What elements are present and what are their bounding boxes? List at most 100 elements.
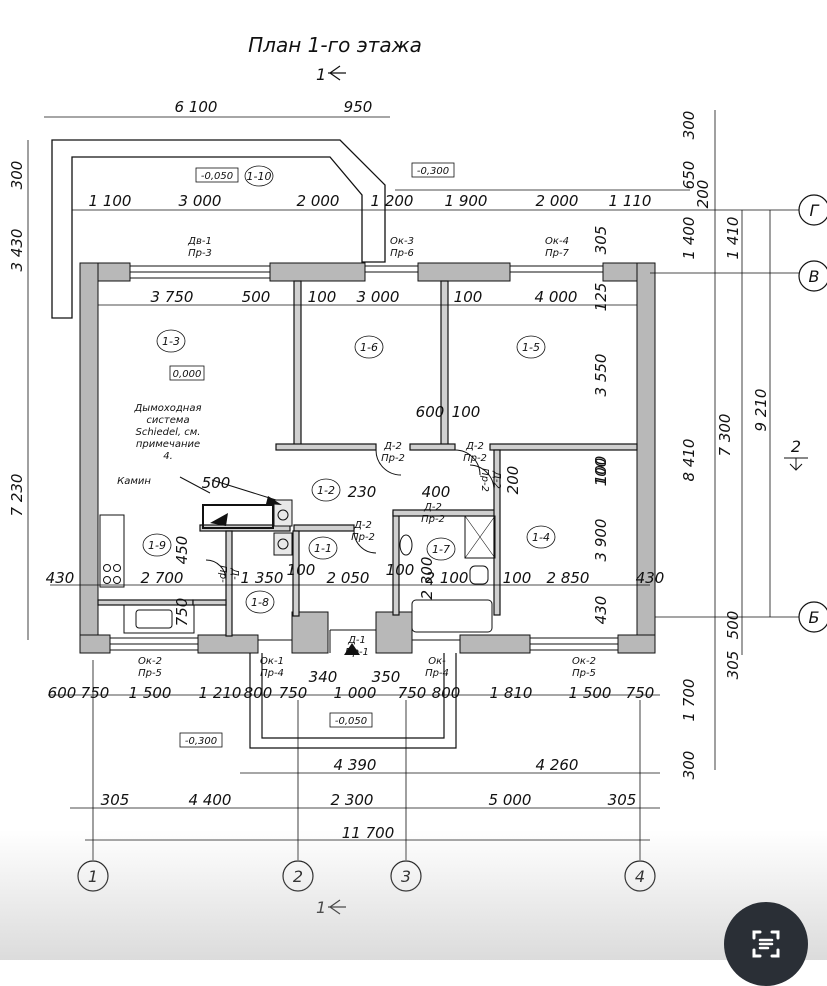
- toilet: [469, 565, 489, 585]
- dim-b1-10: 1 500: [569, 684, 612, 702]
- section-mark-top: 1: [316, 65, 326, 84]
- label-ok3-pr: Пр-6: [390, 248, 414, 259]
- dim-r2-2: 3 900: [592, 519, 610, 562]
- dim-left-1: 3 430: [8, 229, 26, 272]
- kitchen-counter: [99, 514, 125, 588]
- note-line-1: Дымоходная: [133, 403, 201, 414]
- exterior-walls: [79, 262, 656, 654]
- kitchen-sink-counter: [123, 604, 195, 634]
- label-ok3: Ок-3: [390, 236, 414, 247]
- label-dv1-pr: Пр-3: [188, 248, 212, 259]
- dim-m2-0: 500: [202, 474, 231, 492]
- leader-lines: [179, 476, 277, 501]
- label-ok4: Ок-4: [545, 236, 569, 247]
- label-d2a: Д-2: [383, 441, 402, 452]
- dim-t2-3: 1 200: [371, 192, 414, 210]
- dim-r2-3: 430: [592, 596, 610, 625]
- room-1-2: 1-2: [317, 484, 335, 497]
- label-d2c-pr: Пр-2: [351, 532, 375, 543]
- chimney-block-1: [273, 499, 293, 527]
- dim-r2-6: 1 700: [680, 679, 698, 722]
- dim-left-2: 7 230: [8, 474, 26, 517]
- dim-b3-4: 305: [608, 791, 637, 809]
- label-d2b: Д-2: [465, 441, 484, 452]
- note-line-3: Schiedel, см.: [136, 427, 201, 438]
- room-1-6: 1-6: [360, 341, 378, 354]
- dim-r1-2: 200: [694, 180, 712, 209]
- dim-i1-5: 4 000: [535, 288, 578, 306]
- dim-r1-0: 300: [680, 111, 698, 140]
- note-line-2: система: [146, 415, 189, 426]
- level-ground-top: -0,300: [417, 166, 449, 177]
- stove-burner-4: [113, 576, 121, 584]
- label-dv1: Дв-1: [187, 236, 212, 247]
- dim-t2-0: 1 100: [89, 192, 132, 210]
- chimney-flue-2: [277, 538, 289, 550]
- level-ground-bottom: -0,300: [185, 736, 217, 747]
- note-line-5: 4.: [163, 451, 173, 462]
- dim-b3-0: 305: [101, 791, 130, 809]
- dim-r2-0: 3 550: [592, 354, 610, 397]
- dim-m1-1: 400: [422, 483, 451, 501]
- dim-r3v-1: 7 300: [716, 414, 734, 457]
- stove-burner-1: [103, 564, 111, 572]
- axis-b: Б: [809, 608, 820, 627]
- dim-top-6100: 6 100: [175, 98, 218, 116]
- dim-b3-1: 4 400: [189, 791, 232, 809]
- dim-r3-5: 100: [386, 561, 415, 579]
- section-mark-bottom: 1: [316, 898, 326, 917]
- floor-plan-drawing: План 1-го этажа 1 1: [8, 33, 827, 917]
- dim-r3v-0: 8 410: [680, 439, 698, 482]
- stove-burner-2: [113, 564, 121, 572]
- label-d1: Д-1: [347, 635, 366, 646]
- dim-b2-1: 4 260: [536, 756, 579, 774]
- stove-burner-3: [103, 576, 111, 584]
- dim-r2-5: 305: [724, 651, 742, 680]
- dim-r1-3: 1 400: [680, 217, 698, 260]
- label-ok2a-pr: Пр-5: [138, 668, 162, 679]
- axis-g: Г: [810, 201, 820, 220]
- bathtub: [411, 599, 493, 633]
- dim-b1-1: 750: [81, 684, 110, 702]
- label-ok2b: Ок-2: [572, 656, 596, 667]
- dim-r3-6: 2 100: [426, 569, 469, 587]
- dim-b1-2: 1 500: [129, 684, 172, 702]
- document-scan-button[interactable]: [724, 902, 808, 986]
- dim-m1-0: 230: [348, 483, 377, 501]
- dim-b1-3: 1 210: [199, 684, 242, 702]
- dim-b2-0: 4 390: [334, 756, 377, 774]
- room-1-8: 1-8: [251, 596, 269, 609]
- leader-arrow: [266, 496, 282, 505]
- dim-bp-0: 340: [309, 668, 338, 686]
- dim-t2-2: 2 000: [297, 192, 340, 210]
- terrace-outline: [51, 139, 386, 319]
- label-d2b-pr: Пр-2: [463, 453, 487, 464]
- label-d2v2: Д-: [229, 567, 240, 580]
- dim-i1-3: 3 000: [357, 288, 400, 306]
- dim-bp-1: 350: [372, 668, 401, 686]
- axis-v: В: [809, 267, 820, 286]
- room-markers: [142, 165, 556, 614]
- room-1-10: 1-10: [247, 170, 272, 183]
- document-scan-icon: [752, 930, 780, 958]
- dim-i1-4: 100: [454, 288, 483, 306]
- dim-left-0: 300: [8, 161, 26, 190]
- room-1-4: 1-4: [532, 531, 550, 544]
- dim-r1-5: 305: [592, 226, 610, 255]
- fireplace-label: Камин: [117, 476, 151, 487]
- axis-2: 2: [293, 867, 303, 886]
- label-ok1: Ок-1: [260, 656, 284, 667]
- label-d2c: Д-2: [353, 520, 372, 531]
- label-d2d-pr: Пр-2: [421, 514, 445, 525]
- label-d2d: Д-2: [423, 502, 442, 513]
- section-arrow-bottom: [328, 899, 346, 915]
- entrance-arrow: [344, 643, 360, 655]
- label-d2v2-pr: Пр-: [217, 565, 228, 583]
- dim-v-2: 2 300: [418, 557, 436, 600]
- dim-r1-6: 125: [592, 283, 610, 312]
- label-ok2a: Ок-2: [138, 656, 162, 667]
- dim-v-1: 750: [173, 598, 191, 627]
- dim-r3-8: 2 850: [547, 569, 590, 587]
- dim-r3-0: 430: [46, 569, 75, 587]
- label-d1-pr: Пр-1: [345, 647, 369, 658]
